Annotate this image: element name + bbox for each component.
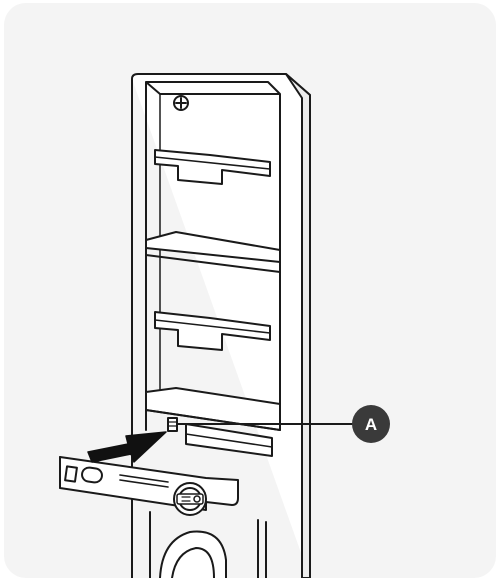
- release-slot-area: [145, 387, 281, 457]
- callout-label: A: [365, 415, 377, 434]
- front-plate: [59, 456, 239, 511]
- release-button: [167, 417, 178, 432]
- insert-arrow-icon: [87, 431, 167, 463]
- key-lock-icon: [173, 482, 207, 516]
- plate-oval-hole: [81, 466, 103, 484]
- battery-latch-upper: [154, 149, 271, 185]
- door-handle: [149, 511, 267, 578]
- compartment-shelf: [145, 231, 281, 273]
- battery-cover-illustration: A: [59, 73, 390, 578]
- housing-side: [285, 73, 311, 578]
- callout-badge: A: [352, 405, 390, 443]
- battery-latch-lower: [154, 311, 271, 351]
- screw-icon: [173, 95, 189, 111]
- plate-square-hole: [64, 465, 78, 483]
- illustration-panel: A: [4, 3, 496, 578]
